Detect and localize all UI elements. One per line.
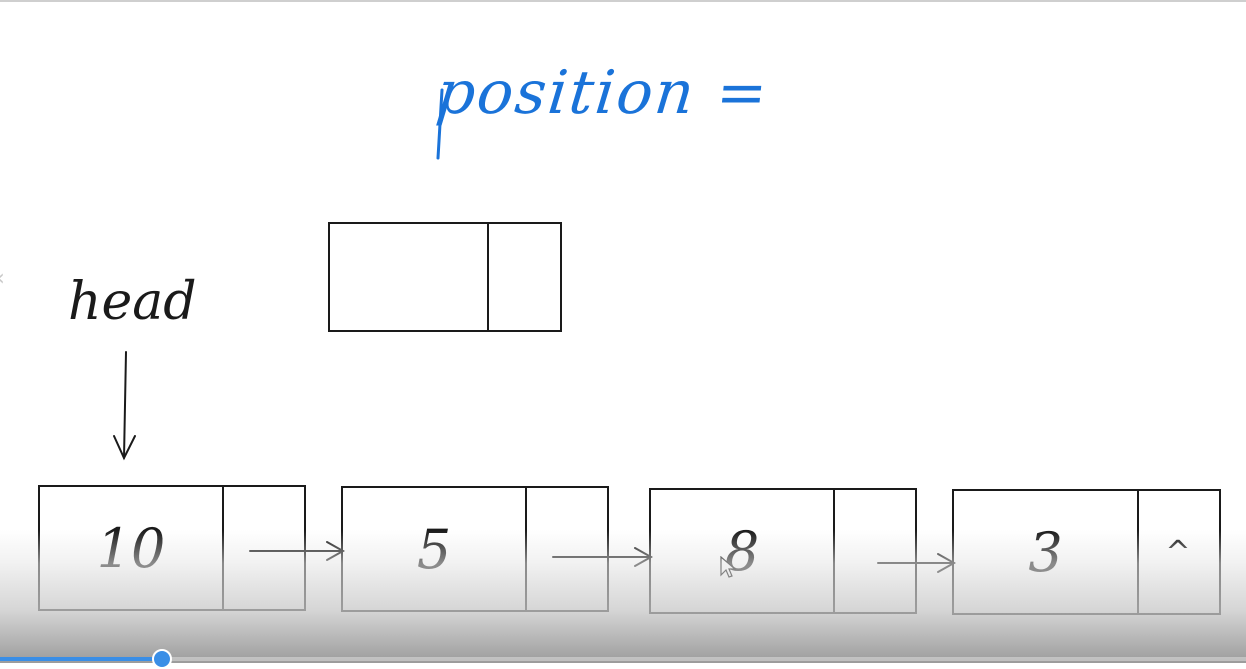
head-label: head: [68, 272, 197, 332]
video-progress-track[interactable]: [0, 657, 1246, 661]
node-divider: [487, 224, 489, 330]
chevron-left-icon[interactable]: ‹: [0, 266, 5, 291]
link-arrow-1: [249, 541, 346, 561]
position-stroke: [436, 88, 444, 160]
link-arrow-3: [877, 553, 957, 573]
video-progress-handle[interactable]: [152, 649, 172, 669]
top-border: [0, 0, 1246, 2]
video-progress-fill: [0, 657, 162, 661]
new-node: [328, 222, 562, 332]
mouse-cursor-icon: [720, 556, 736, 578]
link-arrow-2: [552, 547, 654, 567]
head-arrow: [113, 351, 136, 461]
